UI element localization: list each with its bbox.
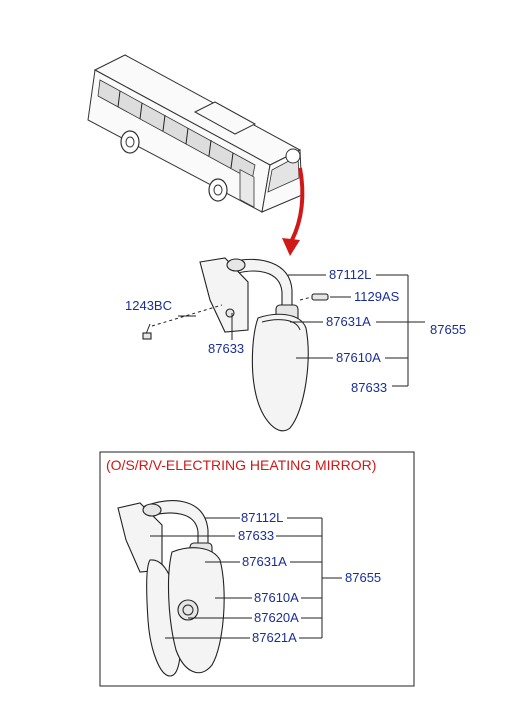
label-87610a: 87610A xyxy=(336,350,381,365)
label-87631a: 87631A xyxy=(326,314,371,329)
label-87621a-lower: 87621A xyxy=(252,630,297,645)
heating-mirror-box xyxy=(99,451,415,687)
bus-illustration xyxy=(87,54,303,213)
label-87112l-lower: 87112L xyxy=(241,510,283,525)
label-87633-lower: 87633 xyxy=(238,528,274,543)
label-1129as: 1129AS xyxy=(354,289,400,304)
lower-leader-lines xyxy=(150,517,342,639)
label-87620a-lower: 87620A xyxy=(254,610,299,625)
label-87610a-lower: 87610A xyxy=(254,590,299,605)
upper-leader-lines xyxy=(178,274,425,387)
label-87655: 87655 xyxy=(430,322,466,337)
label-87112l: 87112L xyxy=(329,267,371,282)
heating-mirror-title: (O/S/R/V-ELECTRING HEATING MIRROR) xyxy=(106,457,376,473)
lower-mirror-assembly xyxy=(117,500,225,677)
label-87633-right: 87633 xyxy=(351,380,387,395)
label-87633-left: 87633 xyxy=(208,341,244,356)
upper-mirror-assembly xyxy=(142,257,329,432)
callout-arrow xyxy=(282,167,305,256)
label-1243bc: 1243BC xyxy=(125,298,172,313)
label-87631a-lower: 87631A xyxy=(242,554,287,569)
label-87655-lower: 87655 xyxy=(345,570,381,585)
